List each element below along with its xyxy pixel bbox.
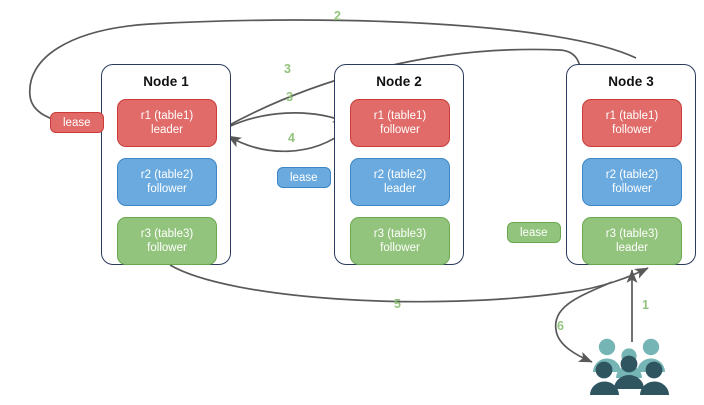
replica-name: r2 (table2) xyxy=(140,169,194,181)
node-box-2[interactable]: Node 2 r1 (table1) follower r2 (table2) … xyxy=(334,64,464,265)
replica-role: leader xyxy=(151,124,183,136)
replica-name: r3 (table3) xyxy=(373,228,427,240)
replica-name: r1 (table1) xyxy=(373,110,427,122)
replica-r2[interactable]: r2 (table2) follower xyxy=(582,158,682,206)
edge-label-3-lower: 3 xyxy=(286,90,293,104)
replica-name: r3 (table3) xyxy=(140,228,194,240)
replica-r2[interactable]: r2 (table2) follower xyxy=(117,158,217,206)
people-front-row xyxy=(590,355,669,395)
replica-role: follower xyxy=(147,242,187,254)
edge-label-4: 4 xyxy=(288,131,295,145)
lease-label: lease xyxy=(63,116,91,129)
replica-r3[interactable]: r3 (table3) follower xyxy=(350,217,450,265)
replica-role: leader xyxy=(616,242,648,254)
edge-label-6: 6 xyxy=(557,319,564,333)
replica-role: follower xyxy=(380,124,420,136)
edge-2-path xyxy=(29,19,637,127)
edge-6-path xyxy=(554,281,613,363)
replica-role: leader xyxy=(384,183,416,195)
node-title: Node 2 xyxy=(376,74,422,89)
replica-name: r3 (table3) xyxy=(605,228,659,240)
lease-badge-green[interactable]: lease xyxy=(507,222,561,243)
replica-role: follower xyxy=(612,124,652,136)
edge-label-3-upper: 3 xyxy=(284,62,291,76)
replica-r2[interactable]: r2 (table2) leader xyxy=(350,158,450,206)
replica-name: r1 (table1) xyxy=(605,110,659,122)
lease-badge-blue[interactable]: lease xyxy=(277,167,331,188)
edge-3-lower-path xyxy=(223,112,347,130)
replica-r3[interactable]: r3 (table3) leader xyxy=(582,217,682,265)
lease-label: lease xyxy=(290,171,318,184)
replica-r1[interactable]: r1 (table1) leader xyxy=(117,99,217,147)
replica-role: follower xyxy=(147,183,187,195)
node-box-1[interactable]: Node 1 r1 (table1) leader r2 (table2) fo… xyxy=(101,64,231,265)
replica-name: r2 (table2) xyxy=(605,169,659,181)
replica-r3[interactable]: r3 (table3) follower xyxy=(117,217,217,265)
node-title: Node 1 xyxy=(143,74,189,89)
edge-5-path xyxy=(169,264,649,303)
node-box-3[interactable]: Node 3 r1 (table1) follower r2 (table2) … xyxy=(566,64,696,265)
edge-label-2: 2 xyxy=(334,9,341,23)
replica-r1[interactable]: r1 (table1) follower xyxy=(582,99,682,147)
replica-name: r2 (table2) xyxy=(373,169,427,181)
lease-label: lease xyxy=(520,226,548,239)
replica-r1[interactable]: r1 (table1) follower xyxy=(350,99,450,147)
replica-role: follower xyxy=(380,242,420,254)
replica-name: r1 (table1) xyxy=(140,110,194,122)
edge-label-5: 5 xyxy=(394,297,401,311)
edge-label-1: 1 xyxy=(642,298,649,312)
replica-role: follower xyxy=(612,183,652,195)
node-title: Node 3 xyxy=(608,74,654,89)
